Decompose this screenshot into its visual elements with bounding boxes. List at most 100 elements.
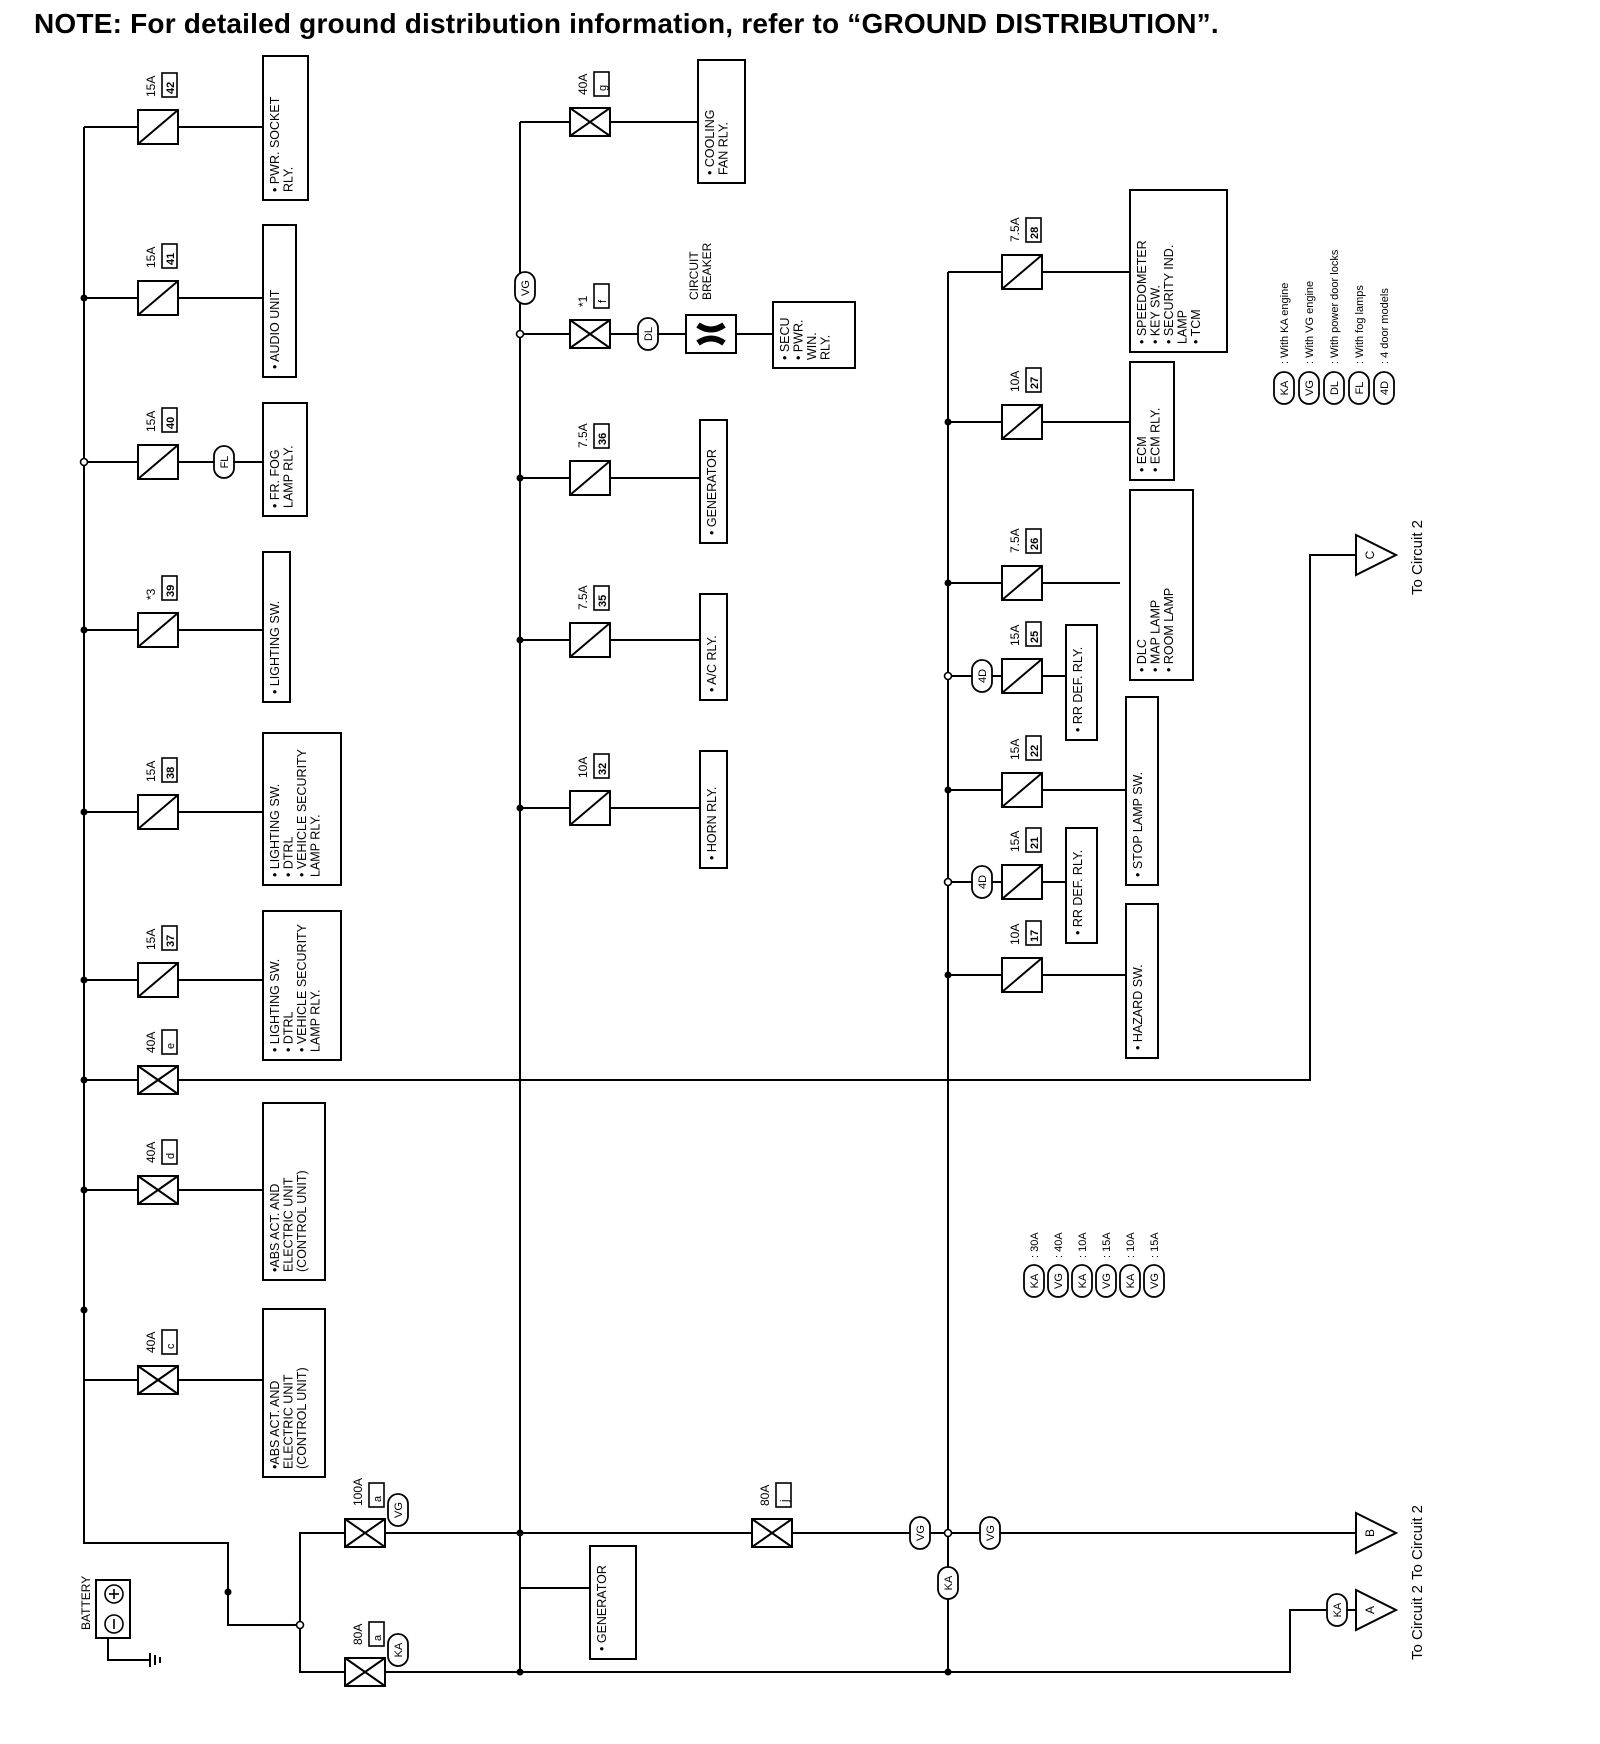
fuse-number-box: [1025, 528, 1042, 554]
component-label: • AUDIO UNIT: [268, 289, 282, 369]
fusible-link-x2: [569, 107, 611, 137]
tag-vg: VG: [909, 1516, 931, 1550]
fusible-link-letter: e: [165, 1043, 177, 1049]
fuse-rating: 15A: [144, 929, 158, 950]
wire: [299, 1625, 348, 1673]
note-tag: KA: [1119, 1264, 1141, 1298]
junction-dot: [80, 808, 88, 816]
component-box: [699, 419, 728, 544]
fuse-number-box: [161, 757, 178, 783]
fusible-link-x2: [137, 1365, 179, 1395]
component-label: • COOLING: [703, 110, 717, 176]
component-label: • SPEEDOMETER: [1135, 240, 1149, 344]
fuse-number: 32: [597, 763, 609, 775]
load-ac-rly: • A/C RLY.: [699, 593, 728, 701]
fusible-link-letter: a: [372, 1495, 384, 1502]
option-tag-text: VG: [1304, 380, 1316, 396]
wire: [107, 1632, 150, 1661]
option-tag-text: FL: [219, 456, 231, 469]
fuse-element: [137, 612, 179, 648]
component-label: (CONTROL UNIT): [295, 1170, 309, 1272]
fuse-element: [1001, 565, 1043, 601]
component-label: • ECM: [1135, 436, 1149, 472]
legend-tag: VG: [1298, 371, 1320, 405]
tag-4d: 4D: [971, 865, 993, 899]
component-box: [262, 224, 297, 378]
fuse-22: [1001, 735, 1043, 808]
option-tag-text: VG: [1149, 1273, 1161, 1289]
fusible-link-letter-box: [161, 1029, 178, 1055]
component-label: • SECURITY IND.: [1162, 245, 1176, 344]
fusible-link-le: [137, 1029, 179, 1095]
fuse-element: [1001, 957, 1043, 993]
fuse-element: [137, 444, 179, 480]
load-hazard-sw: • HAZARD SW.: [1125, 903, 1159, 1059]
connector-letter: B: [1363, 1529, 1377, 1537]
fuse-number-box: [593, 423, 610, 449]
fuse-number-box: [593, 585, 610, 611]
connector-a-label: To Circuit 2: [1409, 1585, 1426, 1660]
note-text: : 40A: [1053, 1232, 1065, 1258]
component-label: LAMP RLY.: [309, 989, 323, 1052]
fuse-rating: 7.5A: [576, 423, 590, 448]
option-tag-text: VG: [985, 1525, 997, 1541]
component-label: • GENERATOR: [595, 1565, 609, 1651]
fusible-link-letter: a: [372, 1634, 384, 1641]
load-dlc: • DLC• MAP LAMP• ROOM LAMP: [1129, 489, 1194, 681]
circuit-breaker-element: [696, 335, 726, 346]
component-label: • VEHICLE SECURITY: [295, 923, 309, 1052]
note-text: : 30A: [1029, 1232, 1041, 1258]
circuit-breaker-element: [696, 322, 726, 333]
tag-4d: 4D: [971, 659, 993, 693]
component-label: RLY.: [282, 167, 296, 192]
fusible-link-letter: c: [165, 1343, 177, 1349]
fuse-element: [137, 109, 179, 145]
load-lighting-sw: • LIGHTING SW.: [262, 551, 291, 703]
note-text: : 10A: [1077, 1232, 1089, 1258]
load-rr-def-rly-25: • RR DEF. RLY.: [1065, 624, 1098, 741]
fusible-link-la_vg: [344, 1482, 386, 1548]
fusible-link-x2: [344, 1518, 386, 1548]
fusible-link-letter-box: [368, 1621, 385, 1647]
option-tag-outline: [1095, 1264, 1117, 1298]
component-label: • HORN RLY.: [705, 787, 719, 860]
junction-dot: [80, 294, 88, 302]
junction-dot: [944, 1668, 952, 1676]
junction-open: [295, 1620, 305, 1630]
junction-dot: [80, 976, 88, 984]
fuse-rating: 15A: [144, 761, 158, 782]
load-stop-lamp-sw: • STOP LAMP SW.: [1125, 696, 1159, 886]
option-tag-text: KA: [1029, 1273, 1041, 1288]
battery: BATTERY: [79, 1576, 131, 1639]
option-tag-text: VG: [393, 1502, 405, 1518]
junction-open: [943, 671, 953, 681]
tag-ka: KA: [1326, 1593, 1348, 1627]
junction-dot: [944, 786, 952, 794]
option-tag-outline: [1323, 371, 1345, 405]
option-tag-outline: [387, 1493, 409, 1527]
component-label: • SECU: [778, 317, 792, 360]
option-tag-outline: [1373, 371, 1395, 405]
load-rr-def-rly-21: • RR DEF. RLY.: [1065, 827, 1098, 944]
tag-dl: DL: [637, 317, 659, 351]
fuse-number: 38: [165, 767, 177, 779]
component-label: • FR. FOG: [268, 449, 282, 508]
tag-ka: KA: [387, 1633, 409, 1667]
fuse-number: 26: [1029, 538, 1041, 550]
fuse-27: [1001, 367, 1043, 440]
fuse-42: [137, 72, 179, 145]
junction-dot: [80, 1186, 88, 1194]
circuit-breaker-body: [685, 314, 737, 354]
fuse-element: [569, 460, 611, 496]
junction-open: [943, 877, 953, 887]
component-label: • GENERATOR: [705, 449, 719, 535]
fuse-rating: 15A: [1008, 739, 1022, 760]
option-tag-text: VG: [915, 1525, 927, 1541]
component-box: [772, 301, 856, 369]
fusible-link-rating: 100A: [351, 1478, 365, 1506]
fusible-link-lg: [569, 71, 611, 137]
